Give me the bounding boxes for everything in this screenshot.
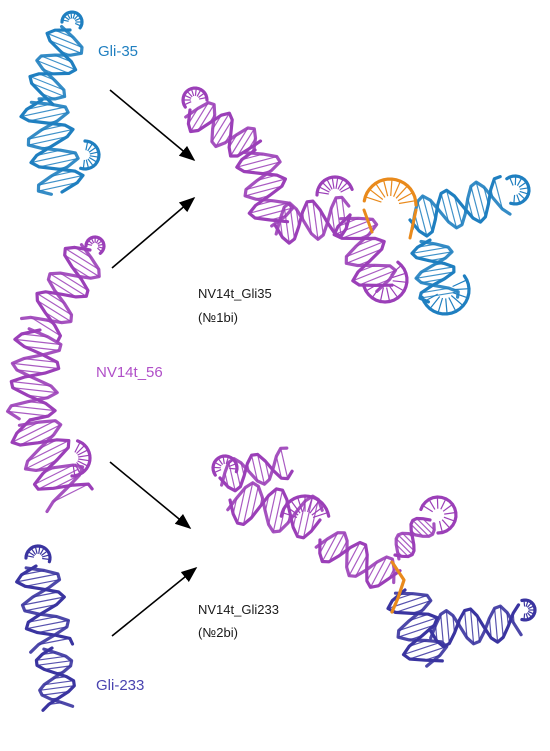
complex1-interface <box>362 177 418 240</box>
gli35-structure <box>19 10 101 196</box>
arrow-nv14t-to-complex1 <box>111 196 196 269</box>
label-nv14t56: NV14t_56 <box>96 364 163 381</box>
arrow-gli233-to-complex2 <box>111 566 198 637</box>
label-gli233: Gli-233 <box>96 677 144 694</box>
complex1-nv14t-part <box>181 86 409 304</box>
complex1-gli35-part <box>408 174 531 316</box>
label-gli35: Gli-35 <box>98 43 138 60</box>
label-complex1-id: (№1bi) <box>198 310 238 325</box>
arrow-nv14t-to-complex2 <box>109 461 192 530</box>
nv14t56-structure <box>6 235 106 514</box>
label-complex2-id: (№2bi) <box>198 625 238 640</box>
gli233-structure <box>15 544 76 712</box>
label-complex2-name: NV14t_Gli233 <box>198 602 279 617</box>
complex1-structure <box>181 86 531 316</box>
complex2-structure <box>211 446 537 668</box>
arrow-gli35-to-complex1 <box>109 89 196 162</box>
complex2-nv14t-part <box>211 446 458 589</box>
label-complex1-name: NV14t_Gli35 <box>198 286 272 301</box>
complex2-gli233-part <box>386 588 537 668</box>
complex2-interface <box>390 560 406 614</box>
